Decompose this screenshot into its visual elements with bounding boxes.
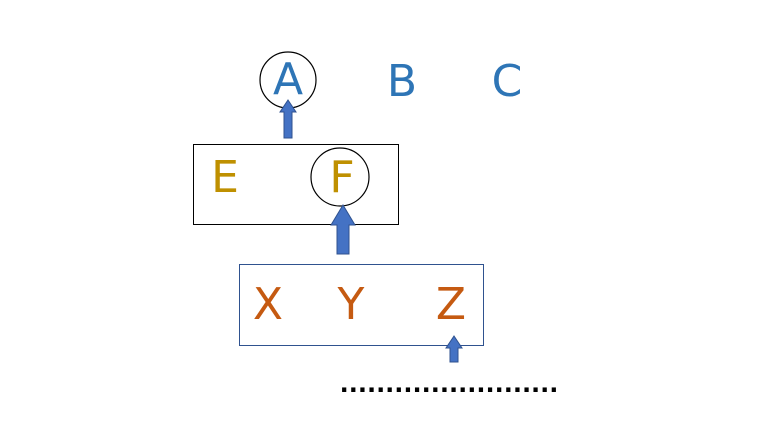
highlight-circle-f xyxy=(310,147,370,207)
arrow-up-to-a xyxy=(279,99,297,139)
row-2-box xyxy=(193,144,399,225)
row-3-box xyxy=(239,264,484,346)
letter-f: F xyxy=(329,152,354,203)
letter-z: Z xyxy=(436,279,466,330)
letter-b: B xyxy=(387,56,417,107)
letter-x: X xyxy=(253,279,283,330)
arrow-up-to-f xyxy=(330,204,356,255)
row-2: E F xyxy=(193,144,399,225)
letter-c: C xyxy=(492,56,523,107)
arrow-up-to-z xyxy=(445,335,463,363)
row-1: A B C xyxy=(259,51,523,109)
continuation-ellipsis: ........................ xyxy=(340,370,559,398)
row-3: X Y Z xyxy=(239,264,484,346)
letter-y: Y xyxy=(337,279,365,330)
letter-e: E xyxy=(211,152,239,203)
letter-a: A xyxy=(273,54,303,105)
